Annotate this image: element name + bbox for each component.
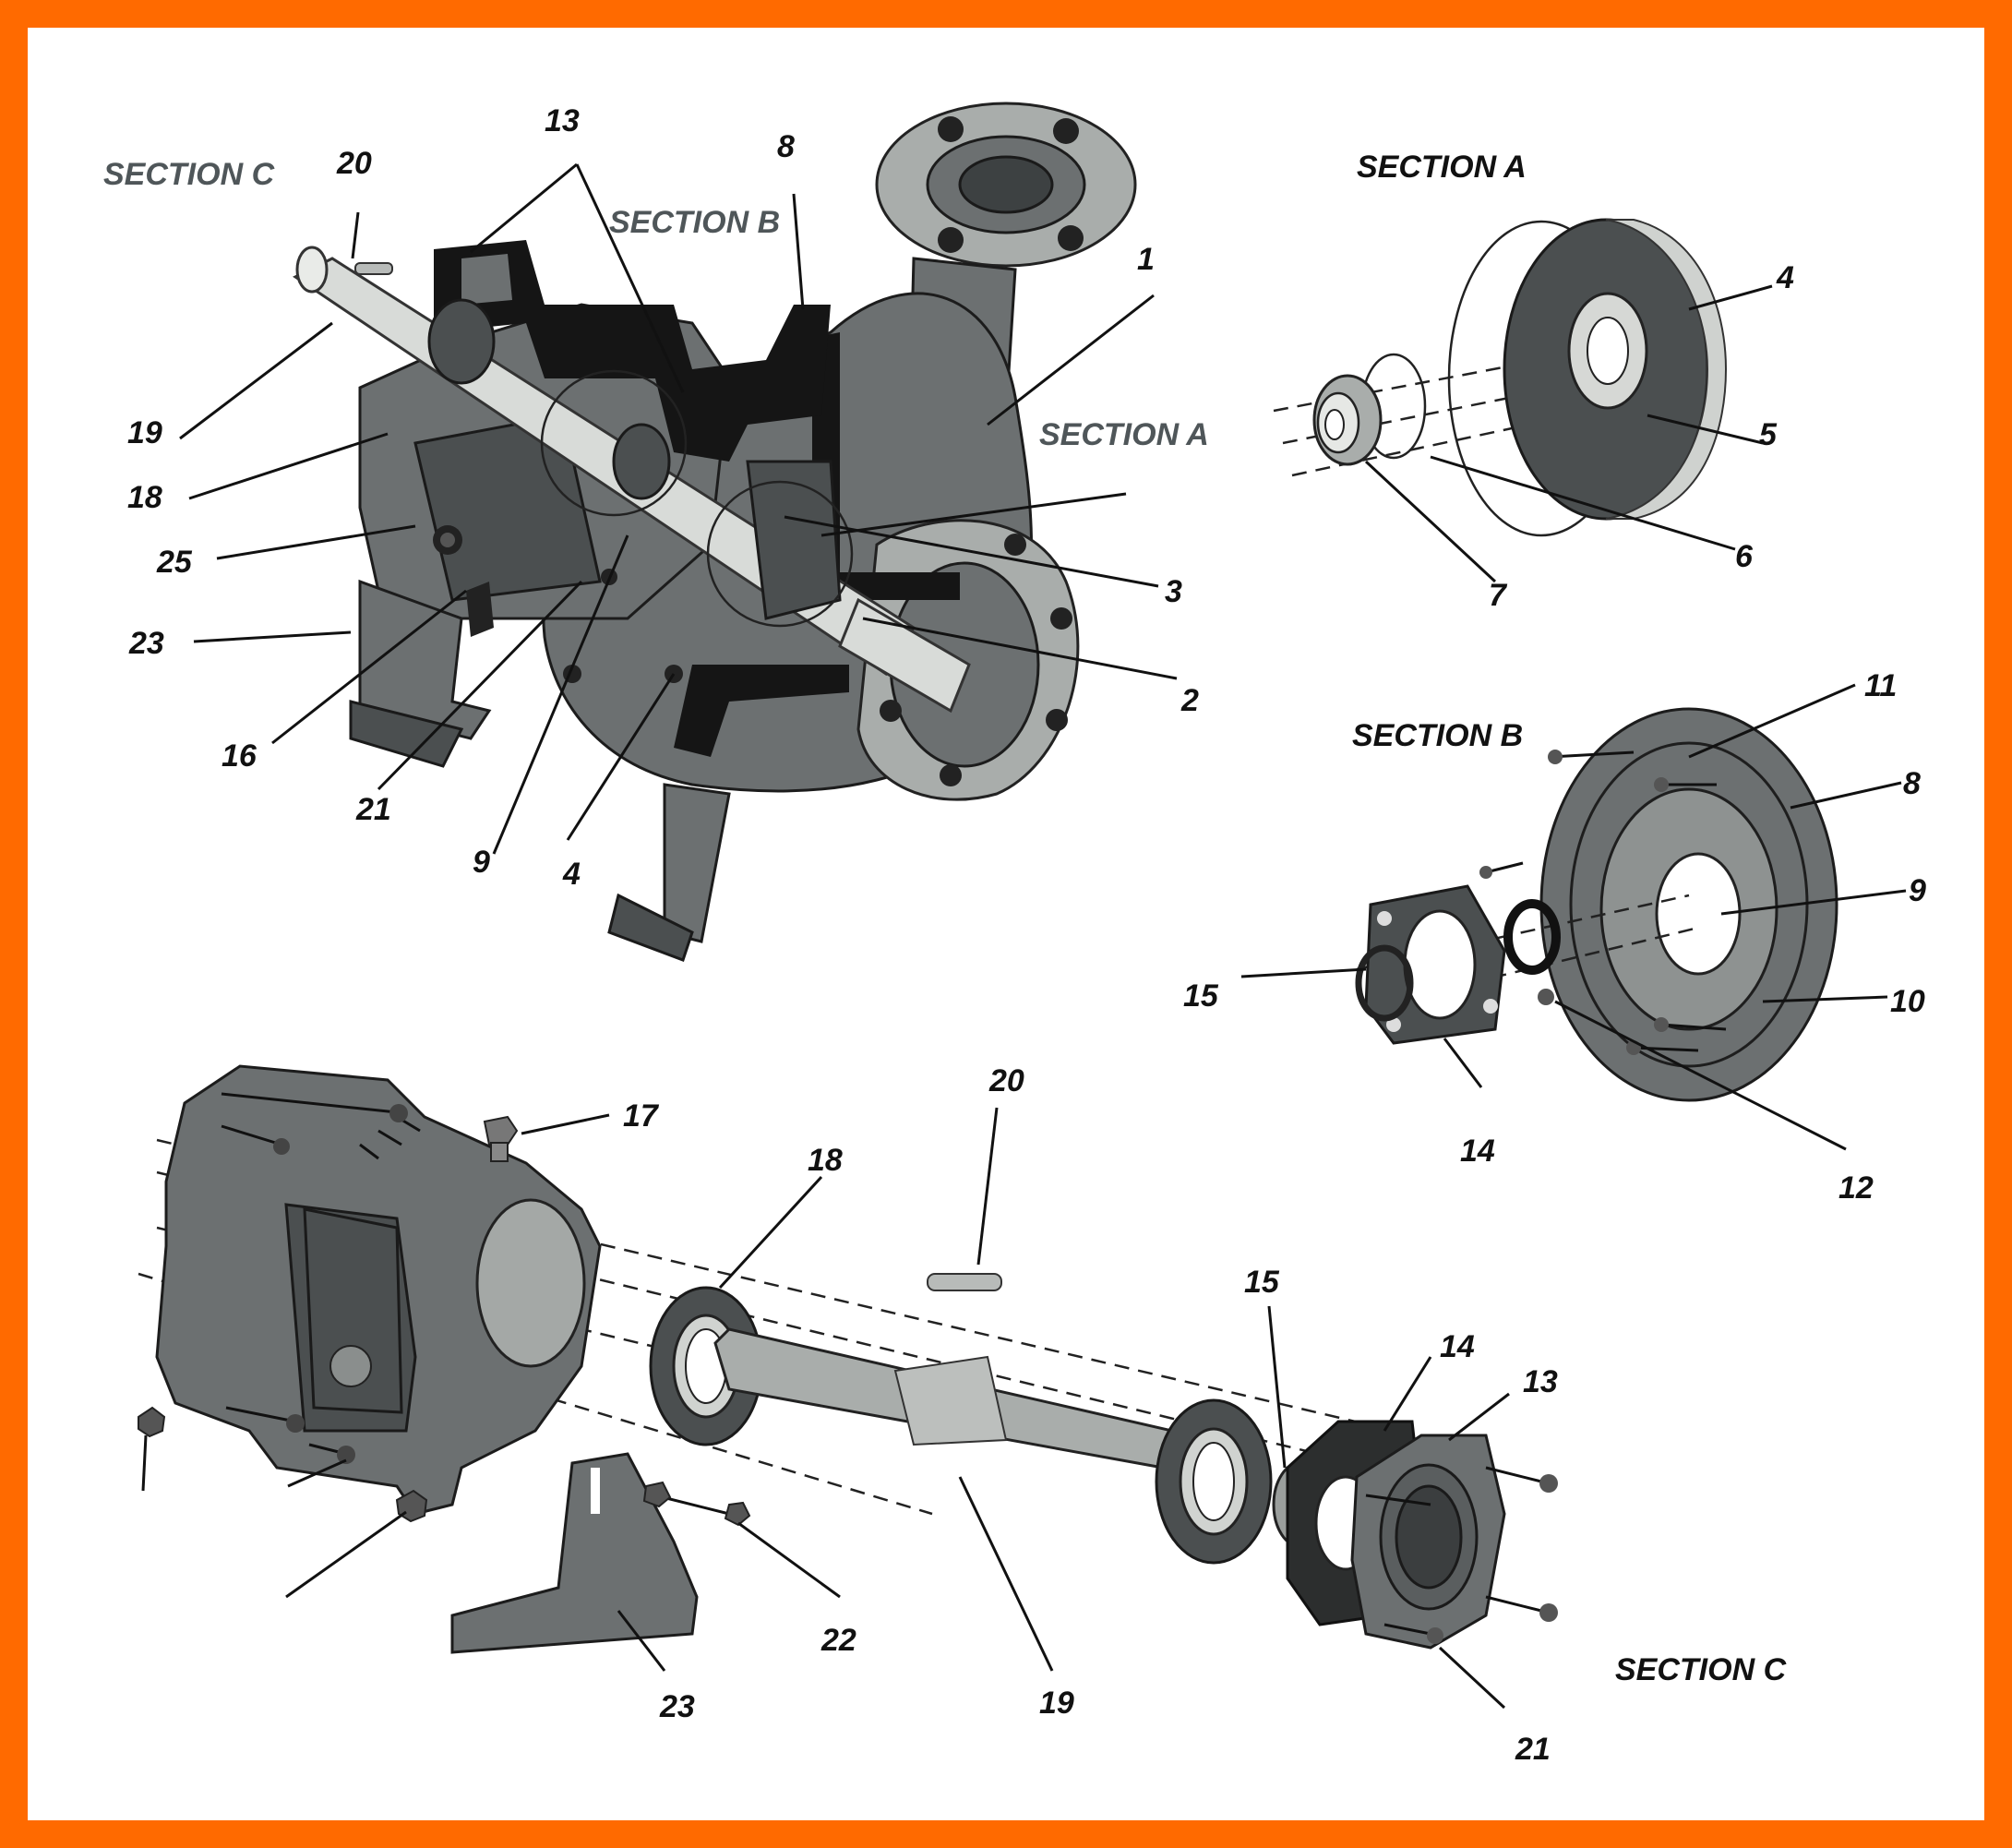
assembly-callout-20: 20 [336,146,372,181]
assembly-section-b-label: SECTION B [609,205,780,240]
section-a-callout-6: 6 [1735,539,1754,574]
section-a-title: SECTION A [1357,150,1527,185]
section-c-callout-22: 22 [820,1623,856,1658]
assembly-callout-2: 2 [1180,683,1199,718]
assembly-callout-23: 23 [128,626,164,661]
diagram-frame: SECTION C SECTION B SECTION A 13 20 8 1 … [28,28,1984,1820]
assembly-section-c-label: SECTION C [103,157,275,192]
assembly-callout-4: 4 [562,857,581,892]
section-c-callout-19: 19 [1039,1686,1074,1721]
assembly-labels: SECTION C SECTION B SECTION A 13 20 8 1 … [103,103,1209,892]
assembly-callout-21: 21 [355,792,391,827]
section-a-callout-5: 5 [1759,417,1778,452]
section-c-title: SECTION C [1615,1652,1787,1687]
pump-exploded-diagram: SECTION C SECTION B SECTION A 13 20 8 1 … [103,102,1926,1767]
section-c-callout-20: 20 [988,1063,1024,1098]
section-c-callout-21: 21 [1515,1732,1551,1767]
section-a-callout-4: 4 [1776,260,1794,295]
section-b-callout-14: 14 [1460,1134,1495,1169]
assembly-callout-19: 19 [127,415,162,450]
assembly-callout-25: 25 [156,545,193,580]
section-b-callout-8: 8 [1903,766,1921,801]
assembly-leader-lines [179,162,1178,855]
assembly-callout-9: 9 [473,845,490,880]
assembly-callout-16: 16 [222,738,257,774]
section-b-title: SECTION B [1352,718,1523,753]
assembly-callout-8: 8 [777,129,795,164]
section-b-callout-9: 9 [1909,873,1926,908]
section-c-callout-18: 18 [808,1143,843,1178]
assembly-callout-18: 18 [127,480,162,515]
section-c-callout-13: 13 [1523,1364,1558,1399]
section-a-callout-7: 7 [1489,578,1508,613]
section-b-callout-10: 10 [1890,984,1925,1019]
section-b-callout-12: 12 [1838,1170,1874,1206]
impeller-exploded-icon: SECTION A 4 5 6 7 [1273,150,1794,613]
assembly-callout-1: 1 [1137,242,1155,277]
section-b-callout-15: 15 [1183,978,1219,1014]
section-c-callout-23: 23 [659,1689,695,1724]
section-c-callout-14: 14 [1440,1329,1475,1364]
assembly-callout-13: 13 [545,103,580,138]
section-b-callout-11: 11 [1864,668,1897,703]
bearing-frame-exploded-icon: SECTION C 17 18 20 15 14 13 22 23 19 21 [138,1063,1787,1767]
seal-exploded-icon: SECTION B [1183,668,1926,1206]
assembly-section-a-label: SECTION A [1039,417,1209,452]
section-c-callout-15: 15 [1244,1265,1280,1300]
section-c-callout-17: 17 [623,1098,660,1134]
pump-cutaway-icon [293,102,1137,962]
assembly-callout-3: 3 [1165,574,1182,609]
